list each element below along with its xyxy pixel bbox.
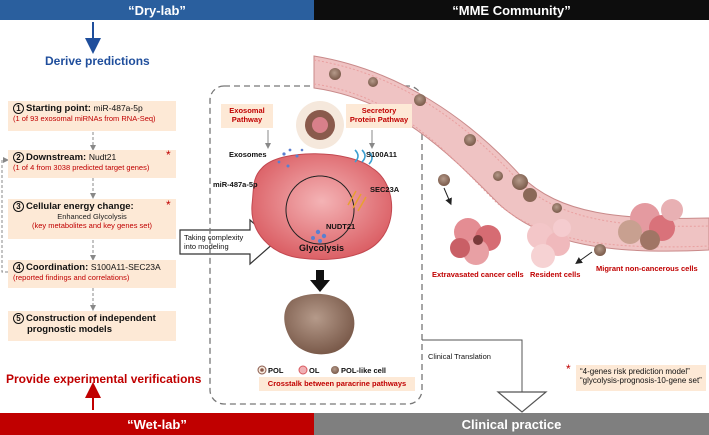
extravasated-cancer-cells (450, 218, 501, 265)
step-2-number: 2 (13, 152, 24, 163)
pol-like-cell (284, 293, 355, 355)
dry-lab-header: “Dry-lab” (0, 0, 314, 20)
dry-lab-label: “Dry-lab” (128, 2, 186, 18)
step-5-title: Construction of independent (26, 313, 156, 324)
step-3-sub: (key metabolites and key genes set) (31, 221, 153, 230)
legend-pol-like: POL-like cell (341, 366, 387, 375)
step-2-title-extra: Nudt21 (88, 152, 117, 162)
step-5-title-2: prognostic models (27, 324, 112, 335)
mme-community-label: “MME Community” (452, 2, 571, 18)
step-3-star-icon: * (166, 198, 171, 212)
nudt21-label: NUDT21 (326, 222, 356, 231)
step-connectors (1, 132, 96, 311)
wet-lab-label: “Wet-lab” (127, 416, 187, 432)
glycolysis-label: Glycolysis (299, 243, 345, 253)
result-line-1: “4-genes risk prediction model” (580, 367, 690, 376)
resident-cells-label: Resident cells (530, 270, 581, 279)
exosomal-pathway-box: Exosomal Pathway (221, 104, 273, 128)
step-4-title: Coordination: (26, 262, 89, 273)
exosome-particles (277, 148, 327, 243)
crosstalk-box: Crosstalk between paracrine pathways (259, 377, 415, 391)
mme-community-header: “MME Community” (314, 0, 709, 20)
modeling-arrow-label: Taking complexity into modeling (184, 233, 244, 251)
step-2-title: Downstream: (26, 152, 87, 163)
extravasated-cells-label: Extravasated cancer cells (432, 270, 524, 279)
step-3-number: 3 (13, 201, 24, 212)
clinical-practice-header: Clinical practice (314, 413, 709, 435)
mirna-label: miR-487a-5p (213, 180, 258, 189)
modeling-hollow-arrow (179, 218, 276, 266)
vessel-cells (329, 68, 683, 250)
step-2-star-icon: * (166, 148, 171, 162)
derive-predictions-label: Derive predictions (45, 54, 150, 68)
s100a11-label: S100A11 (366, 150, 397, 159)
step-4-number: 4 (13, 262, 24, 273)
step-1-number: 1 (13, 103, 24, 114)
provide-verifications-label: Provide experimental verifications (6, 372, 202, 386)
clinical-practice-label: Clinical practice (461, 416, 562, 432)
step-1-title-extra: miR-487a-5p (93, 103, 143, 113)
sec23a-label: SEC23A (370, 185, 400, 194)
main-cell (251, 153, 393, 260)
step-1-title: Starting point: (26, 103, 91, 114)
legend-pol: POL (268, 366, 284, 375)
step-4-sub: (reported findings and correlations) (13, 273, 130, 282)
step-4-title-extra: S100A11-SEC23A (90, 262, 161, 272)
migrant-cells-label: Migrant non-cancerous cells (596, 264, 698, 273)
result-star-icon: * (566, 362, 571, 376)
step-1-sub: (1 of 93 exosomal miRNAs from RNA-Seq) (13, 114, 156, 123)
wet-lab-header: “Wet-lab” (0, 413, 314, 435)
exosomes-label: Exosomes (229, 150, 267, 159)
secretory-pathway-box: Secretory Protein Pathway (346, 104, 412, 128)
step-5-number: 5 (13, 313, 24, 324)
clinical-translation-label: Clinical Translation (428, 352, 491, 361)
result-box: “4-genes risk prediction model” “glycoly… (576, 365, 706, 391)
resident-cells (527, 219, 571, 268)
result-line-2: “glycolysis-prognosis-10-gene set” (580, 376, 702, 385)
step-3-title: Cellular energy change: (26, 201, 134, 212)
step-3-sub-black: Enhanced Glycolysis (57, 212, 127, 221)
step-2-sub: (1 of 4 from 3038 predicted target genes… (13, 163, 150, 172)
legend-ol: OL (309, 366, 320, 375)
